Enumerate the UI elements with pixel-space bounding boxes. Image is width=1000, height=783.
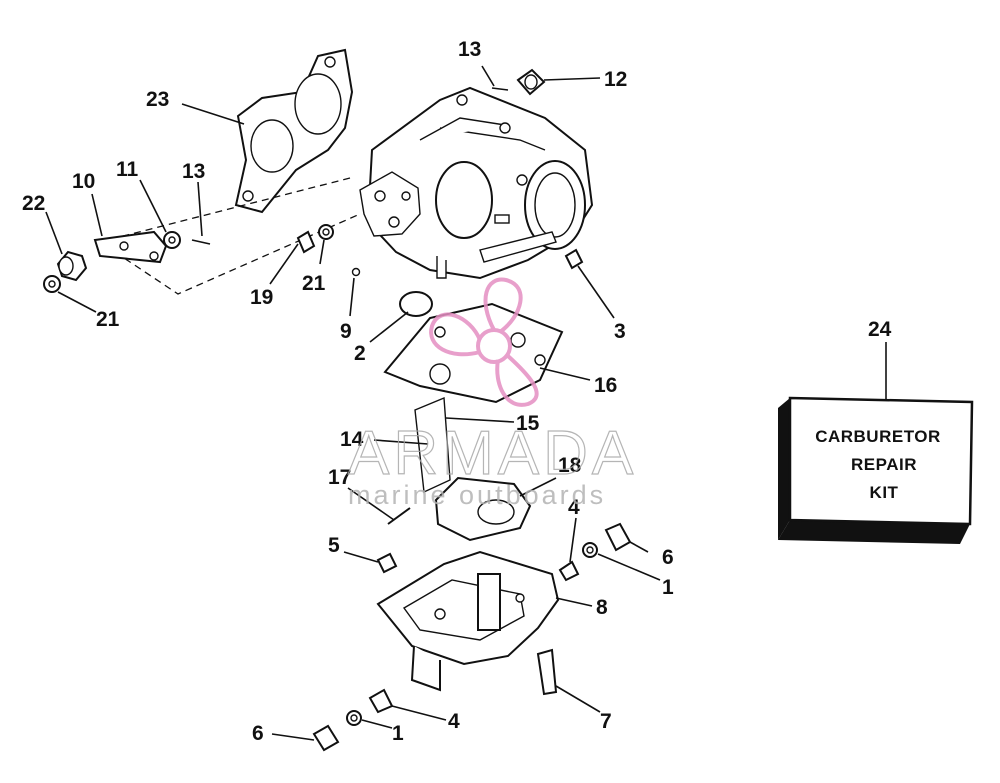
- callout-16: 16: [594, 374, 617, 397]
- lever-10: [93, 230, 168, 264]
- callout-labels: 23 10 11 13 22 21 19 21 9 2 3 16 15 14 1…: [22, 38, 892, 745]
- screw-5: [376, 552, 398, 574]
- callout-7: 7: [600, 710, 612, 733]
- gasket-23: [234, 48, 354, 214]
- washer-1-right: [582, 542, 598, 558]
- watermark-tagline: marine outboards: [348, 480, 606, 510]
- callout-4-right: 4: [568, 496, 580, 519]
- callout-9: 9: [340, 320, 352, 343]
- callout-11: 11: [116, 158, 139, 181]
- pin-13-top: [491, 87, 509, 91]
- callout-15: 15: [516, 412, 540, 435]
- kit-label-line1: CARBURETOR: [815, 427, 941, 446]
- callout-24: 24: [868, 318, 892, 341]
- armada-watermark: ARMADA marine outboards: [347, 277, 637, 510]
- kit-label-line2: REPAIR: [851, 455, 917, 474]
- needle-valve-14: [414, 396, 451, 494]
- disk-2: [399, 291, 433, 317]
- carburetor-body: [359, 86, 594, 280]
- part-22: [56, 250, 88, 282]
- callout-6-right: 6: [662, 546, 674, 569]
- float-bowl-8: [376, 550, 560, 692]
- callout-12: 12: [604, 68, 627, 91]
- callout-19: 19: [250, 286, 273, 309]
- washer-21-mid: [318, 224, 334, 240]
- callout-13-left: 13: [182, 160, 205, 183]
- screw-7: [536, 648, 558, 696]
- callout-4-bottom: 4: [448, 710, 460, 733]
- callout-1-bottom: 1: [392, 722, 404, 745]
- linkage-dashed-path: [98, 177, 361, 295]
- callout-21-left: 21: [96, 308, 120, 331]
- washer-11: [163, 231, 181, 249]
- pin-17: [387, 507, 411, 525]
- washer-1-bottom: [346, 710, 362, 726]
- screw-3: [564, 248, 584, 270]
- callout-23: 23: [146, 88, 169, 111]
- callout-1-right: 1: [662, 576, 674, 599]
- plug-6-right: [604, 522, 632, 552]
- float-18: [434, 476, 532, 542]
- callout-10: 10: [72, 170, 95, 193]
- callout-2: 2: [354, 342, 366, 365]
- callout-17: 17: [328, 466, 351, 489]
- pin-13-left: [191, 239, 211, 245]
- screw-19: [296, 230, 316, 254]
- callout-22: 22: [22, 192, 45, 215]
- callout-21-mid: 21: [302, 272, 326, 295]
- ball-9: [351, 267, 361, 277]
- plug-6-bottom: [312, 724, 340, 752]
- propeller-logo: [429, 277, 539, 407]
- watermark-brand: ARMADA: [348, 419, 637, 488]
- repair-kit-box: CARBURETOR REPAIR KIT: [778, 396, 974, 544]
- leader-lines: [45, 65, 887, 741]
- callout-18: 18: [558, 454, 582, 477]
- kit-label-line3: KIT: [870, 483, 899, 502]
- callout-8: 8: [596, 596, 608, 619]
- jet-4-right: [558, 560, 580, 582]
- callout-5: 5: [328, 534, 340, 557]
- callout-3: 3: [614, 320, 626, 343]
- callout-6-bottom: 6: [252, 722, 264, 745]
- callout-14: 14: [340, 428, 364, 451]
- fitting-12: [516, 68, 546, 96]
- washer-21-left: [43, 275, 61, 293]
- jet-4-bottom: [368, 688, 394, 714]
- callout-13-top: 13: [458, 38, 481, 61]
